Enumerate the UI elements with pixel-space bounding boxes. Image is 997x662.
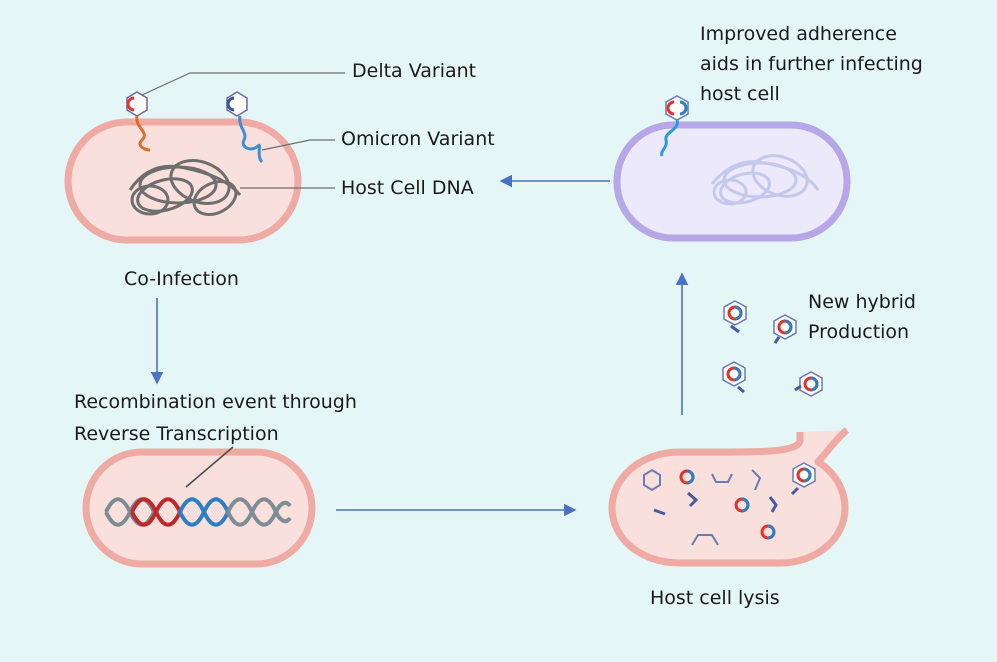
hybrid-virus-icon [722,361,746,394]
improved-adherence-label-line3: host cell [700,83,780,105]
recombination-cell [82,446,316,568]
host-cell-dna-label: Host Cell DNA [341,177,474,199]
delta-variant-label: Delta Variant [352,60,477,82]
omicron-virus-icon [226,91,264,164]
delta-virus-icon [126,91,151,152]
new-hybrid-label-line2: Production [808,321,910,343]
improved-adherence-label-line1: Improved adherence [700,23,897,45]
attached-hybrid-virus-icon [660,95,689,157]
new-hybrid-label-line1: New hybrid [808,291,916,313]
recombination-label-line1: Recombination event through [74,391,357,413]
delta-leader-line [141,72,345,96]
reinfected-cell [613,95,851,242]
hybrid-virus-icon [794,371,823,397]
recombination-leader-line [185,446,234,488]
faded-dna-tangle [710,154,820,206]
recombination-label-line2: Reverse Transcription [74,423,279,445]
omicron-variant-label: Omicron Variant [341,128,495,150]
lysis-ring-icon [679,469,776,540]
co-infection-label: Co-Infection [124,268,239,290]
exiting-virus-icon [790,462,816,496]
improved-adherence-label-line2: aids in further infecting [700,53,923,75]
omicron-leader-line [261,139,335,151]
hybrid-virus-icon [723,300,747,334]
host-cell-lysis-label: Host cell lysis [650,587,780,609]
recombined-dna-helix [104,497,292,527]
hybrid-virus-icon [773,314,797,344]
lysis-cell [608,427,850,567]
co-infection-cell [64,72,345,244]
host-dna-tangle [128,159,242,216]
hybrid-virus-group [722,300,823,397]
